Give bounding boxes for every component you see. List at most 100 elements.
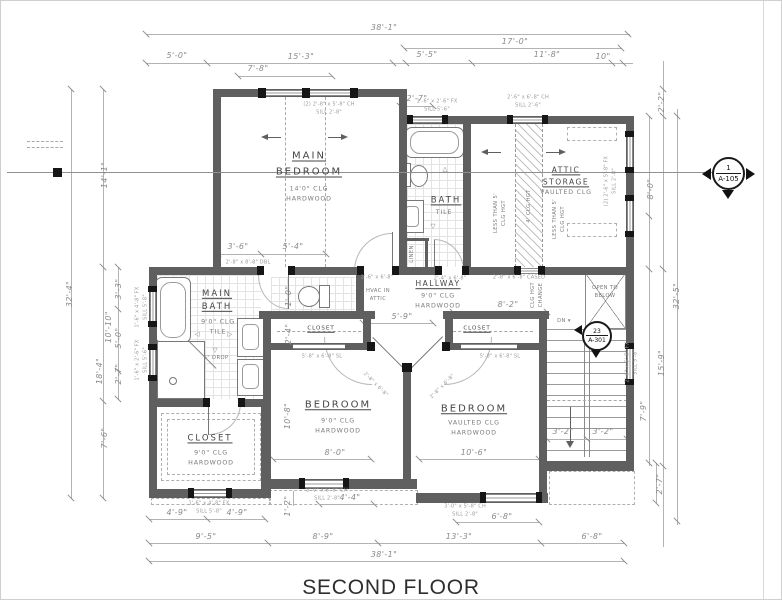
dimension-line xyxy=(149,543,625,544)
dashed-line xyxy=(277,331,361,332)
note: 2'-6" x 5'-8" FX SILL 5'-8" xyxy=(624,341,639,383)
note: 2'-8" x 6'-8" xyxy=(361,370,390,399)
dimension-line xyxy=(293,491,294,506)
low-ceiling-hatch xyxy=(515,124,543,267)
window xyxy=(486,494,536,502)
jamb xyxy=(625,195,634,201)
symbol: ◁ xyxy=(194,329,200,338)
jamb xyxy=(442,342,450,351)
linen-label: LINEN xyxy=(408,245,415,263)
wall xyxy=(539,267,634,275)
dim-label: 2'-7" xyxy=(406,93,428,103)
dimension-line xyxy=(149,561,625,562)
dimension-line xyxy=(419,459,539,460)
jamb xyxy=(367,342,375,351)
dim-label: 8'-9" xyxy=(312,531,334,541)
detail-marker: 23 A-301 xyxy=(582,321,612,351)
note: 1'-6" x 2'-6" FX SILL 5'-6" xyxy=(416,98,458,113)
main-bathtub-inner xyxy=(160,282,186,338)
jamb xyxy=(625,343,634,349)
bedroom-door-leaf xyxy=(408,336,443,371)
dim-label: 4'-9" xyxy=(226,507,248,517)
dim-label: 3'-2" xyxy=(592,426,614,436)
window xyxy=(293,344,345,349)
dimension-line xyxy=(273,459,372,460)
dim-label: 7'-8" xyxy=(247,63,269,73)
dim-label: 13'-3" xyxy=(445,531,473,541)
jamb xyxy=(357,266,364,275)
room-sub: 6" DROP xyxy=(203,354,229,361)
section-marker-number: 1 xyxy=(716,164,741,174)
wc-toilet-bowl xyxy=(298,286,320,307)
jamb xyxy=(536,492,542,503)
dashed-line xyxy=(547,400,627,401)
window xyxy=(150,292,156,321)
section-marker-wedge xyxy=(746,168,755,180)
section-cut-line xyxy=(7,172,713,173)
drawing-title: SECOND FLOOR xyxy=(302,576,480,599)
slope-arrow-left xyxy=(481,149,501,155)
room-sub: 9'0" CLG HARDWOOD xyxy=(415,292,461,309)
dimension-line xyxy=(404,48,622,49)
detail-marker-wedge xyxy=(574,325,582,335)
dimension-line xyxy=(71,89,72,499)
dim-label: 15'-3" xyxy=(287,51,315,61)
dim-label: 9'-5" xyxy=(195,531,217,541)
window xyxy=(513,117,543,123)
toilet-bowl xyxy=(410,165,428,187)
jamb xyxy=(625,167,634,173)
dashed-line xyxy=(27,141,63,142)
wall xyxy=(626,116,634,471)
wall xyxy=(363,311,371,350)
wall xyxy=(443,311,549,319)
slope-arrow-right xyxy=(546,149,566,155)
jamb xyxy=(402,363,412,372)
room-label: CLOSET xyxy=(463,325,491,332)
dim-label: 4'-4" xyxy=(339,492,361,502)
note: 1'-6" x 4'-8" FX SILL 5'-8" xyxy=(188,500,230,515)
jamb xyxy=(625,231,634,237)
detail-marker-number: 23 xyxy=(586,328,608,336)
window xyxy=(194,490,226,497)
wall xyxy=(149,267,157,498)
window xyxy=(150,350,156,375)
stair-stringer xyxy=(584,329,585,457)
dimension-line xyxy=(146,34,630,35)
wall xyxy=(239,399,269,407)
note: 2'-8" x 8'-8" DBL xyxy=(225,259,271,266)
stairs xyxy=(547,329,627,457)
dimension-line xyxy=(238,76,333,77)
bath-sink xyxy=(405,206,419,227)
room-sub: LESS THAN 5' CLG HGT xyxy=(492,192,507,234)
dim-label: 6'-8" xyxy=(581,531,603,541)
dimension-line xyxy=(400,106,434,107)
jamb xyxy=(203,398,210,407)
room-label: CLOSET xyxy=(307,325,335,332)
dashed-line xyxy=(325,97,326,267)
jamb xyxy=(288,266,295,275)
jamb xyxy=(343,478,349,489)
dashed-outline xyxy=(567,223,617,237)
wall xyxy=(356,267,364,319)
dim-label: 17'-0" xyxy=(501,36,529,46)
section-marker-wedge xyxy=(702,168,711,180)
room-sub: 9'0" CLG HARDWOOD xyxy=(188,449,234,466)
dim-label: 3'-6" xyxy=(227,241,249,251)
dim-label: 5'-0" xyxy=(113,327,123,349)
sink-1 xyxy=(242,324,259,350)
jamb xyxy=(392,266,399,275)
dim-label: 2'-7" xyxy=(113,363,123,385)
stair-arrow-head xyxy=(566,441,574,448)
stairs-dn-label: DN ▾ xyxy=(557,317,571,324)
dim-label: 1'-2" xyxy=(282,495,292,517)
dim-label: 2'-2" xyxy=(656,91,666,113)
dimension-line xyxy=(656,463,657,503)
wc-toilet-tank xyxy=(319,285,330,308)
slope-arrow-right xyxy=(328,134,348,140)
window xyxy=(627,201,633,231)
jamb xyxy=(480,492,486,503)
wall xyxy=(289,267,359,275)
open-to-below-label: OPEN TO BELOW xyxy=(591,284,619,299)
door-leaf xyxy=(392,232,393,270)
dim-label: 5'-0" xyxy=(166,50,188,60)
